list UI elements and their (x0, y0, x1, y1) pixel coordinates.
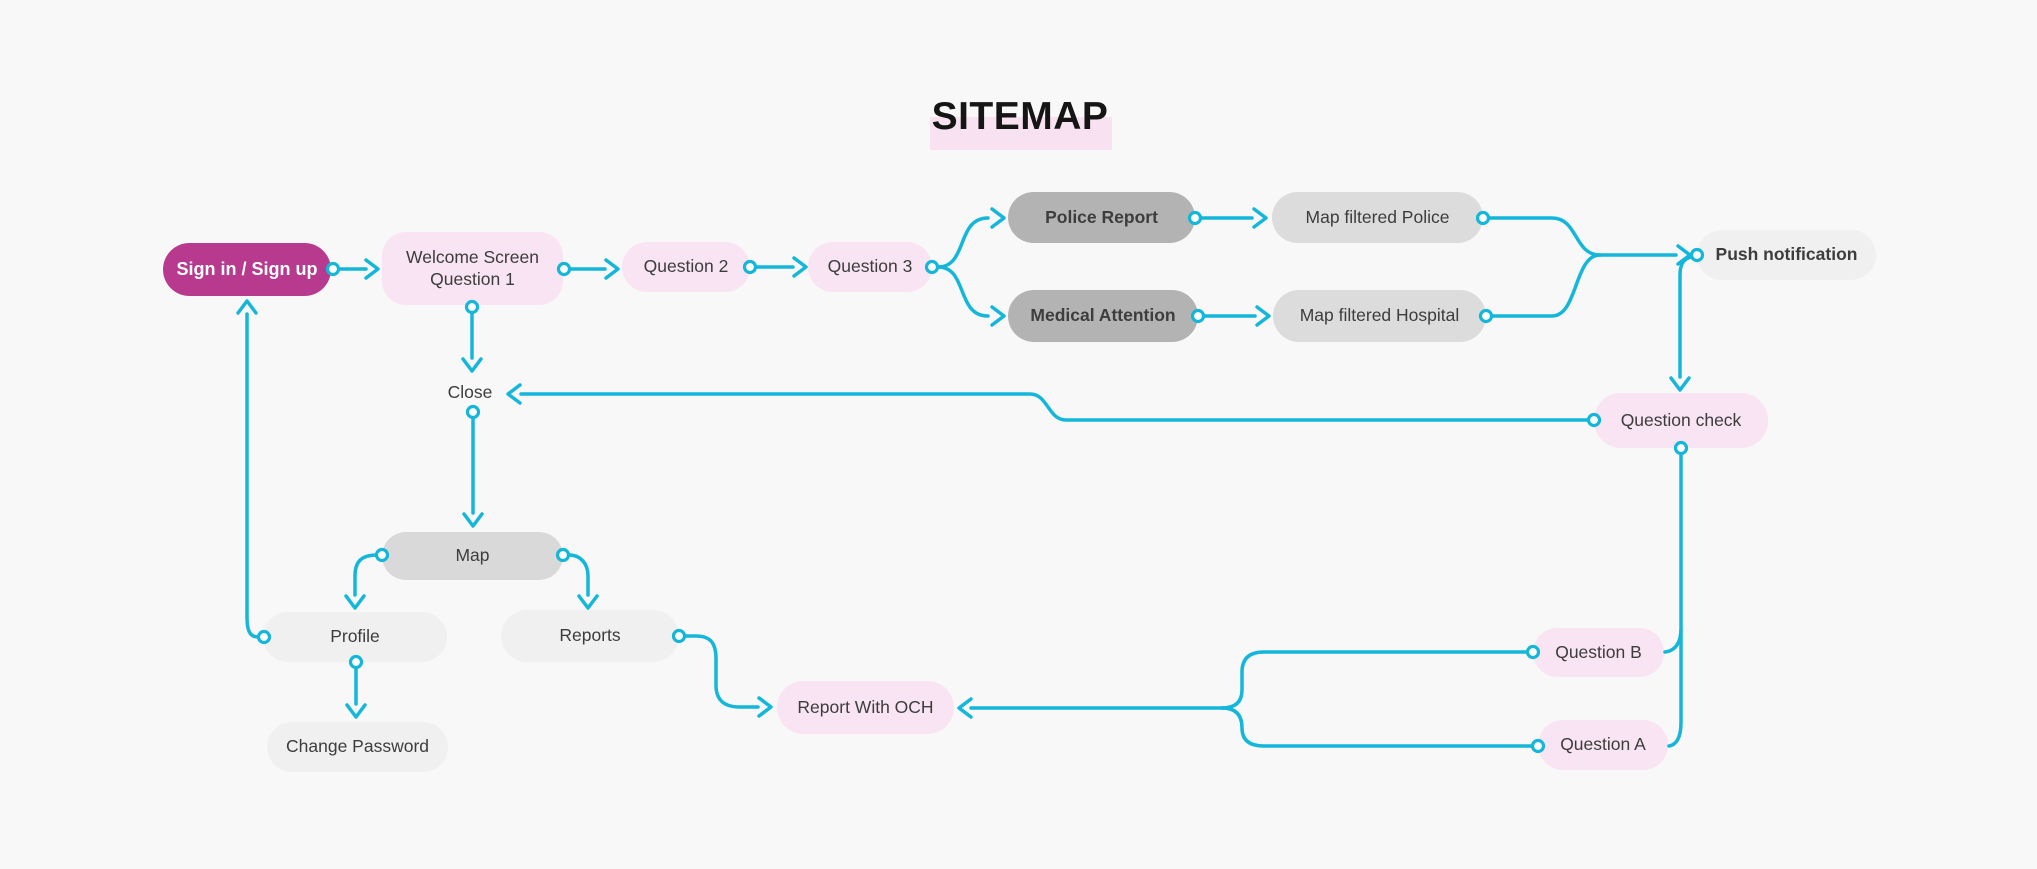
edge-reports-report-with-och (683, 634, 773, 718)
node-change-password[interactable]: Change Password (267, 722, 448, 772)
edge-welcome-question2 (568, 258, 620, 280)
page-title-text: SITEMAP (931, 95, 1109, 138)
node-sign-in-sign-up[interactable]: Sign in / Sign up (163, 243, 331, 296)
node-label: Change Password (286, 736, 429, 757)
node-label: Map filtered Hospital (1299, 305, 1460, 326)
node-label: Push notification (1715, 244, 1858, 265)
edge-profile-change-password (345, 666, 367, 719)
edge-close-map (462, 416, 484, 528)
node-label-line1: Welcome Screen (406, 246, 539, 267)
node-reports[interactable]: Reports (501, 610, 679, 662)
node-map-filtered-hospital[interactable]: Map filtered Hospital (1273, 290, 1486, 342)
edge-medical-attention-map-filtered-hospital (1202, 305, 1271, 327)
node-label: Medical Attention (1030, 305, 1176, 326)
node-close[interactable]: Close (434, 382, 506, 403)
node-label: Profile (330, 626, 380, 647)
edge-question-check-question-b (1663, 452, 1683, 654)
edge-question-check-close (506, 383, 1590, 422)
node-map-filtered-police[interactable]: Map filtered Police (1272, 192, 1483, 243)
edge-map-filtered-hospital-push-notification (1490, 253, 1602, 318)
node-question-2[interactable]: Question 2 (622, 242, 750, 292)
node-question-check[interactable]: Question check (1594, 393, 1768, 448)
edge-map-reports (567, 553, 599, 610)
node-label: Close (447, 382, 493, 402)
edge-question3-police-report (936, 207, 1006, 269)
edge-map-filtered-police-push-notification (1487, 216, 1602, 257)
node-label: Map (455, 545, 490, 566)
node-label: Question B (1555, 641, 1642, 662)
edge-map-profile (344, 553, 379, 610)
edge-question3-medical-attention (936, 265, 1006, 327)
node-label: Question check (1620, 409, 1742, 430)
edge-push-notification-question-check (1669, 255, 1693, 392)
node-push-notification[interactable]: Push notification (1697, 230, 1876, 280)
node-label: Question A (1560, 734, 1646, 755)
node-medical-attention[interactable]: Medical Attention (1008, 290, 1198, 342)
node-question-a[interactable]: Question A (1538, 720, 1668, 770)
edge-question-a-merge (1220, 706, 1534, 748)
page-title: SITEMAP (925, 95, 1115, 152)
node-police-report[interactable]: Police Report (1008, 192, 1195, 243)
edge-merge-report-with-och (957, 697, 1224, 719)
edge-signin-welcome (337, 258, 380, 280)
node-report-with-och[interactable]: Report With OCH (777, 681, 954, 734)
node-label: Map filtered Police (1305, 206, 1450, 227)
node-question-b[interactable]: Question B (1533, 628, 1664, 677)
edge-merge-push-notification (1598, 244, 1692, 266)
node-profile[interactable]: Profile (263, 612, 447, 662)
edge-welcome-close (461, 311, 483, 373)
edge-question2-question3 (754, 256, 808, 278)
node-label: Reports (559, 625, 621, 646)
node-welcome-screen-question-1[interactable]: Welcome Screen Question 1 (382, 232, 563, 305)
node-map[interactable]: Map (382, 532, 563, 580)
title-highlight (930, 117, 1112, 150)
node-label: Sign in / Sign up (176, 259, 318, 280)
node-label: Question 2 (643, 256, 729, 277)
edge-question-b-merge (1220, 650, 1529, 710)
node-label: Report With OCH (797, 696, 934, 717)
edge-question-check-question-a (1667, 628, 1683, 748)
edge-police-report-map-filtered-police (1199, 207, 1268, 229)
node-label: Question 3 (827, 256, 913, 277)
node-question-3[interactable]: Question 3 (808, 242, 932, 292)
edge-profile-signin (236, 299, 260, 639)
node-label: Police Report (1045, 206, 1158, 227)
connector-dot (465, 404, 481, 420)
node-label-line2: Question 1 (430, 268, 515, 289)
